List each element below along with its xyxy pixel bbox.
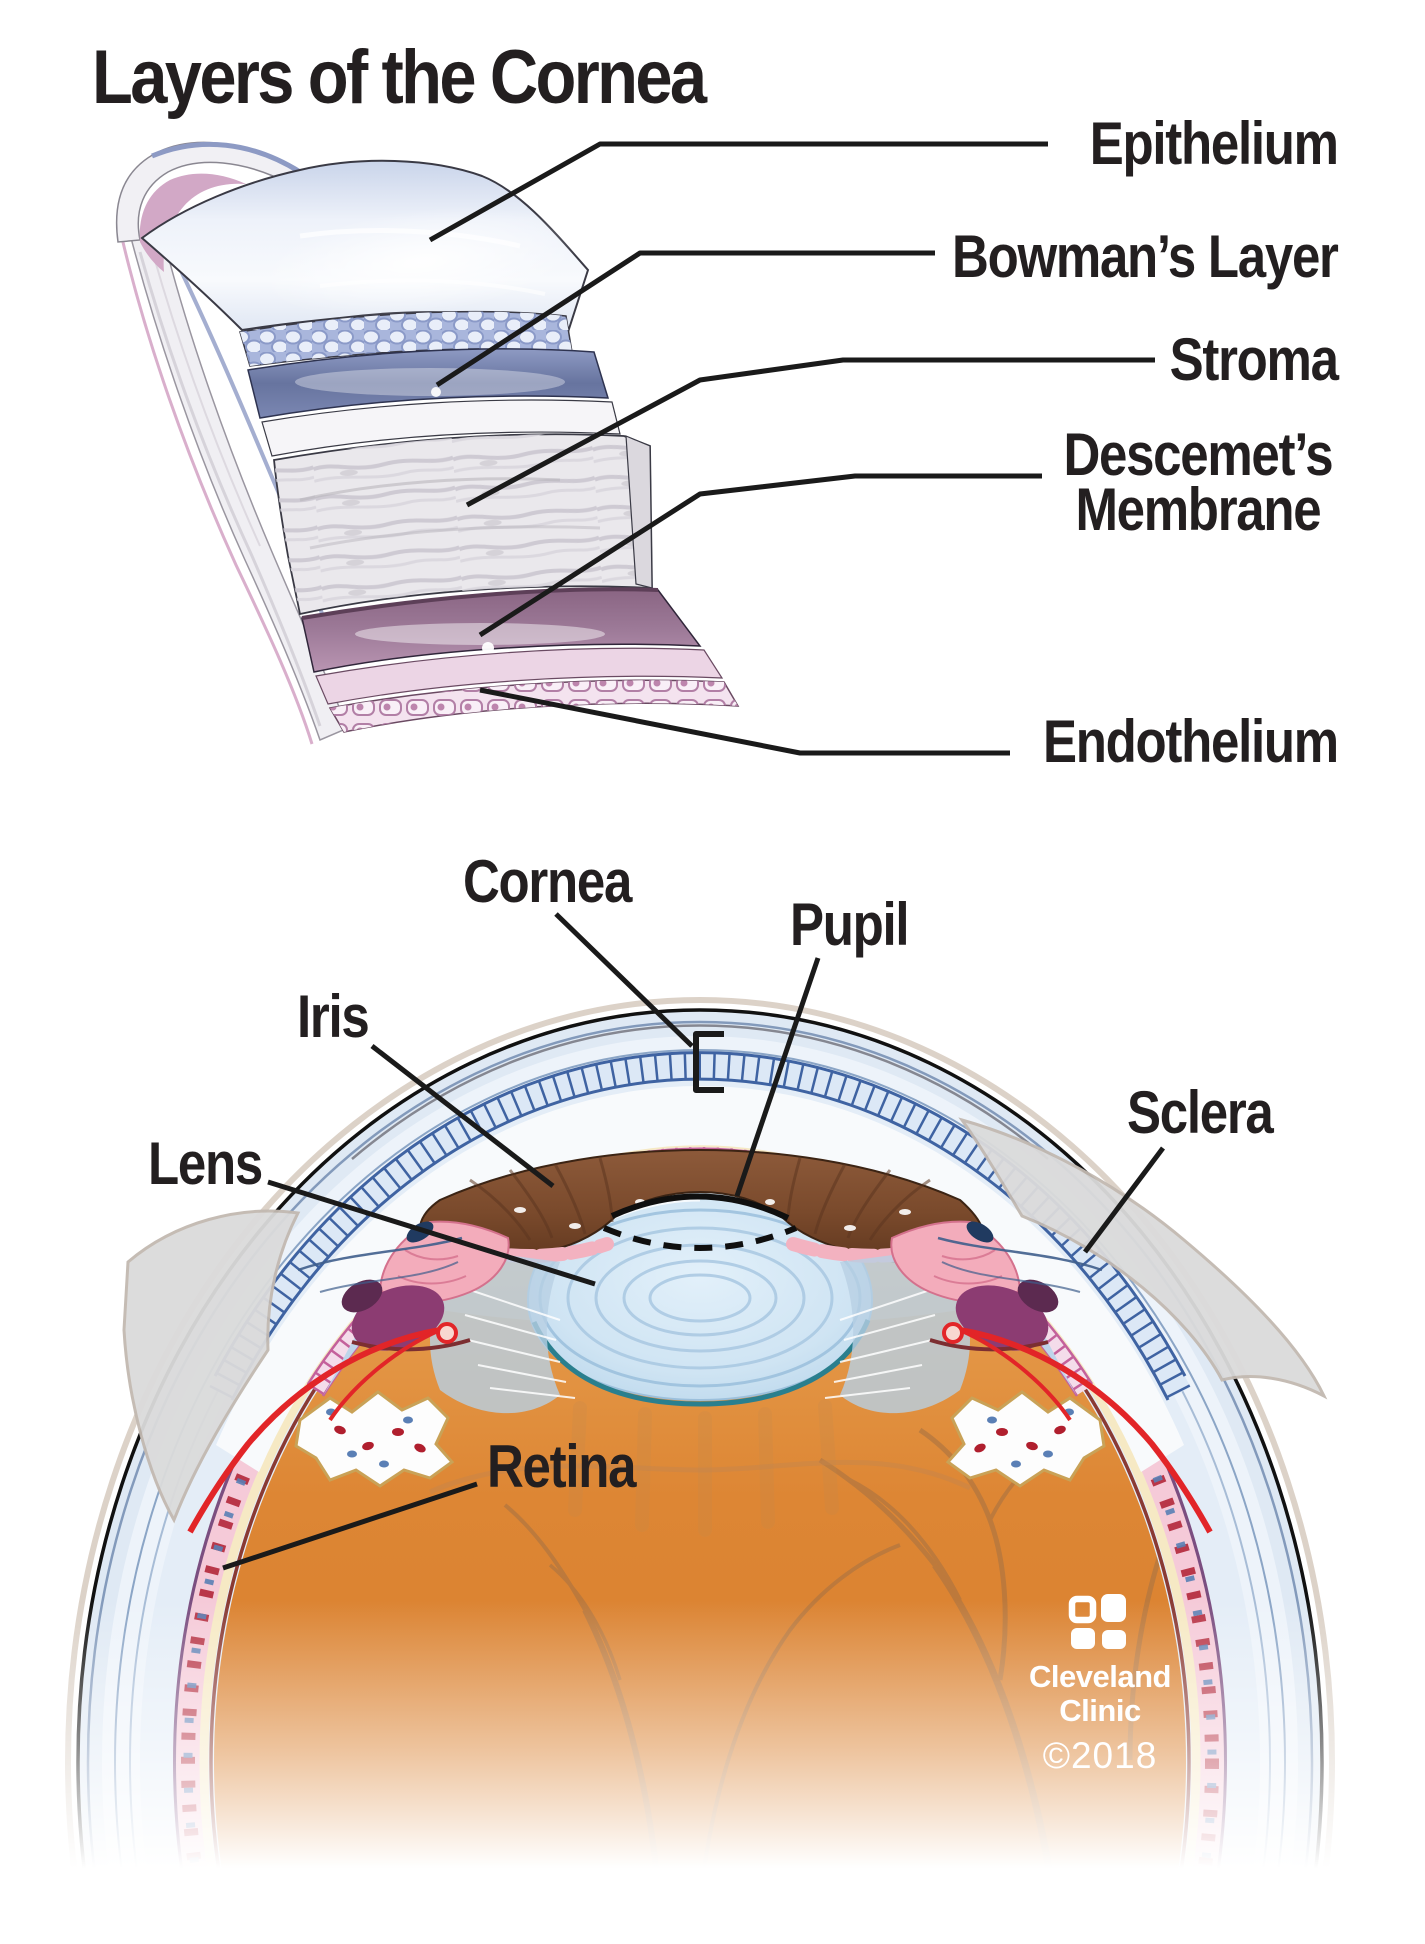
- label-epithelium: Epithelium: [1090, 110, 1339, 177]
- leader-stroma: [465, 357, 1155, 508]
- label-stroma: Stroma: [1169, 326, 1339, 393]
- leader-pupil: [734, 957, 821, 1197]
- credit-name-line2: Clinic: [1059, 1693, 1141, 1728]
- lens: [526, 1184, 874, 1407]
- label-bowmans-layer: Bowman’s Layer: [952, 223, 1339, 290]
- vitreous-striations: [568, 1399, 839, 1537]
- label-endothelium: Endothelium: [1043, 708, 1339, 775]
- label-sclera: Sclera: [1127, 1079, 1274, 1146]
- ciliary-body-left: [187, 1220, 576, 1534]
- ciliary-body-right: [824, 1220, 1213, 1534]
- stroma-layer: [273, 433, 653, 616]
- pupil-margin: [602, 1193, 798, 1251]
- credit-block: Cleveland Clinic ©2018: [1002, 1592, 1198, 1776]
- epithelium-basal-cells: [239, 310, 573, 367]
- stroma-top-surface: [261, 399, 621, 457]
- leader-epithelium: [428, 141, 1048, 243]
- bowmans-layer: [247, 348, 610, 419]
- label-cornea: Cornea: [463, 848, 632, 915]
- leader-descemets: [478, 473, 1042, 638]
- label-retina: Retina: [487, 1433, 636, 1500]
- cornea-bracket: [693, 1031, 724, 1093]
- fade-overlay: [0, 1600, 1425, 1944]
- label-descemets-line1: Descemet’s: [1063, 421, 1333, 488]
- pupil-dashed-arc: [602, 1225, 798, 1251]
- leader-bowmans: [435, 250, 935, 388]
- conjunctiva-left: [122, 1209, 301, 1524]
- cornea-flap-illustration: [115, 141, 740, 745]
- epithelium-layer: [140, 159, 590, 334]
- label-descemets-line2: Membrane: [1075, 476, 1321, 543]
- page-title: Layers of the Cornea: [92, 35, 707, 120]
- leader-sclera: [1083, 1146, 1165, 1254]
- leader-endothelium: [479, 687, 1010, 756]
- label-pupil: Pupil: [790, 891, 910, 958]
- credit-year: ©2018: [1042, 1735, 1158, 1776]
- pupil-solid-arc: [610, 1193, 790, 1221]
- leader-retina: [222, 1481, 478, 1571]
- label-iris: Iris: [297, 983, 370, 1050]
- eye-cross-section: [0, 997, 1425, 1944]
- credit-name-line1: Cleveland: [1029, 1659, 1171, 1694]
- leader-cornea: [554, 912, 694, 1048]
- conjunctiva-right: [958, 1117, 1328, 1400]
- leader-lens: [267, 1179, 596, 1287]
- leader-lines: [222, 141, 1165, 1571]
- endothelium-layer: [315, 647, 740, 733]
- cleveland-clinic-logo-icon: [1068, 1594, 1126, 1649]
- leader-iris: [370, 1044, 555, 1188]
- label-lens: Lens: [148, 1130, 263, 1197]
